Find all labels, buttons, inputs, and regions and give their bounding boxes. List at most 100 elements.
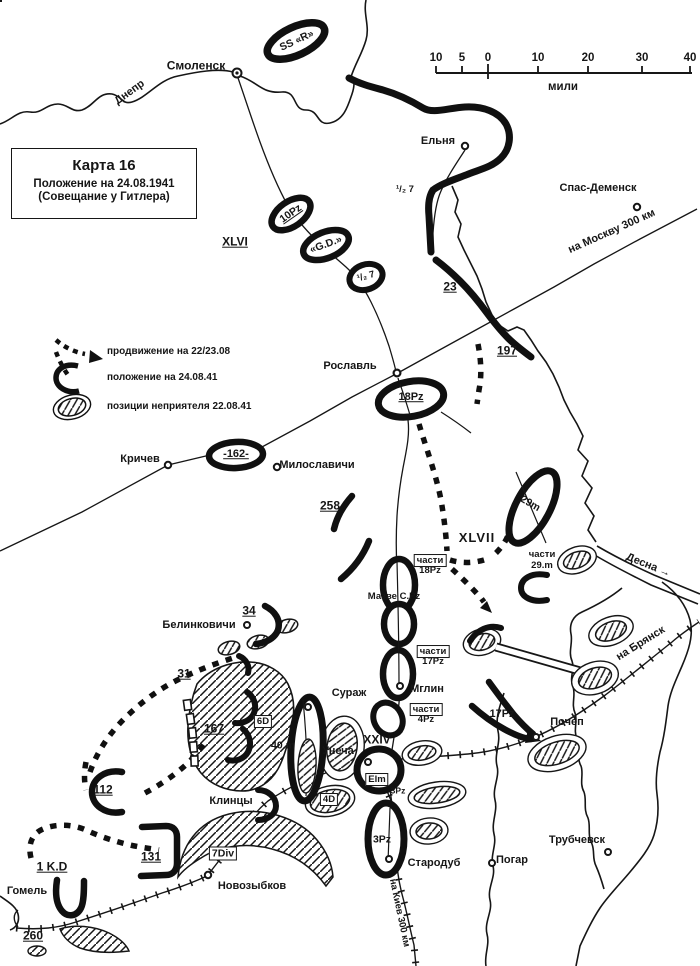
town-surazh [304,703,312,711]
place-miloslavichi: Милославичи [279,459,355,472]
dash-167-sw [143,737,210,796]
river-gomel [0,895,20,931]
river-desna-upper [350,0,369,78]
town-pochep [532,733,540,741]
dash-east [449,555,491,566]
unit-197: 197 [496,343,518,358]
front-xlvii-arc [467,623,504,644]
unit-blob-18pz [374,377,448,421]
arrowhead-xlvii [480,601,492,613]
river-desna-ribbon-2 [592,553,699,605]
scale-tick-0: 10 [429,51,443,64]
scale-tick-5: 30 [635,51,649,64]
enemy-xxiv-ne [401,739,443,767]
place-klintsy: Клинцы [209,795,253,808]
unit-1kd: 1 K.D [36,859,68,874]
unit-4d: 4D [319,793,339,807]
scale-tick-2: 0 [484,51,492,64]
map-subtitle-2: (Совещание у Гитлера) [38,191,170,203]
enemy-pipe [494,642,582,676]
scale-tick-6: 40 [683,51,697,64]
front-elnya [345,74,513,256]
front-29m-arc [517,571,550,604]
title-box: Карта 16 Положение на 24.08.1941 (Совеща… [11,148,197,219]
front-34-hook [252,602,282,648]
enemy-right-1 [570,660,620,696]
unit-131: 131 [140,849,162,864]
town-marks [163,67,642,880]
enemy-strip-gomel [59,925,131,953]
road-elnya [432,149,466,251]
river-border-mid [451,185,597,543]
movement-dashes [27,343,513,859]
enemy-blob-167 [187,661,295,792]
front-131-bracket [137,822,181,880]
place-smolensk: Смоленск [166,58,226,73]
enemy-pochep [527,733,587,773]
front-258-arc-2 [337,537,373,583]
place-roslavl: Рославль [323,360,377,373]
enemy-band-klintsy [176,810,334,888]
town-pogar [488,859,496,867]
legend-box [0,0,2,2]
unit-blob-gd [299,226,353,264]
dash-ne-branch [494,528,513,555]
map-title: Карта 16 [72,157,136,174]
dash-18pz-south [416,423,450,552]
unit-blob-10pz [268,194,314,234]
unit-chasti-29m-2: 29.m [531,560,553,572]
unit-xlvii: XLVII [458,530,496,546]
place-mglin: Мглин [410,683,444,696]
place-pochep: Почеп [550,716,584,729]
town-roslavl [392,368,402,378]
unit-258: 258 [319,498,341,513]
unit-112: 112 [93,782,113,797]
enemy-positions [27,545,634,957]
position-symbol-icon [53,362,80,395]
unit-xxiv: XXIV [363,732,391,747]
enemy-starodub-2 [409,817,449,845]
unit-23: 23 [443,279,457,294]
advance-symbol-icon [53,338,103,377]
place-krichev: Кричев [120,453,160,466]
unit-162: -162- [223,448,249,461]
unit-3pz-small: 3Pz [390,785,406,796]
dash-197 [474,343,484,405]
town-trubchevsk [604,848,612,856]
river-dnieper-west [0,69,234,125]
unit-blob-3pz [364,799,408,879]
town-novozybkov [203,870,213,880]
unit-mazve: Мазве С.Pz [367,591,421,603]
front-23 [432,256,535,361]
front-blob-top-hook [236,653,252,676]
front-arc-blob-2 [225,726,254,764]
place-novozybkov: Новозыбков [217,880,287,893]
unit-7div: 7Div [208,846,238,861]
scale-tick-4: 20 [581,51,595,64]
unit-31: 31 [177,666,191,681]
unit-elm: Elm [365,773,389,787]
river-dnieper-east [239,75,355,125]
river-desna-east [575,581,693,966]
enemy-starodub-1 [407,780,467,810]
river-desna-ribbon-1 [596,545,700,595]
place-surazh: Сураж [331,687,367,700]
town-krichev [163,460,173,470]
scale-tick-1: 5 [458,51,466,64]
place-spas-demensk: Спас-Деменск [559,182,637,195]
map-subtitle: Положение на 24.08.1941 [33,178,175,190]
unit-blob-162 [205,438,267,472]
front-klintsy-arc [255,787,280,823]
legend-item-advance: продвижение на 22/23.08 [107,345,231,357]
unit-34: 34 [242,603,256,618]
legend-symbols [52,338,103,421]
town-spas-demensk [632,202,642,212]
scale-bar [435,64,692,79]
town-elm-station [364,758,372,766]
enemy-small-gomel [27,945,47,957]
road-smolensk-roslavl [236,74,397,373]
